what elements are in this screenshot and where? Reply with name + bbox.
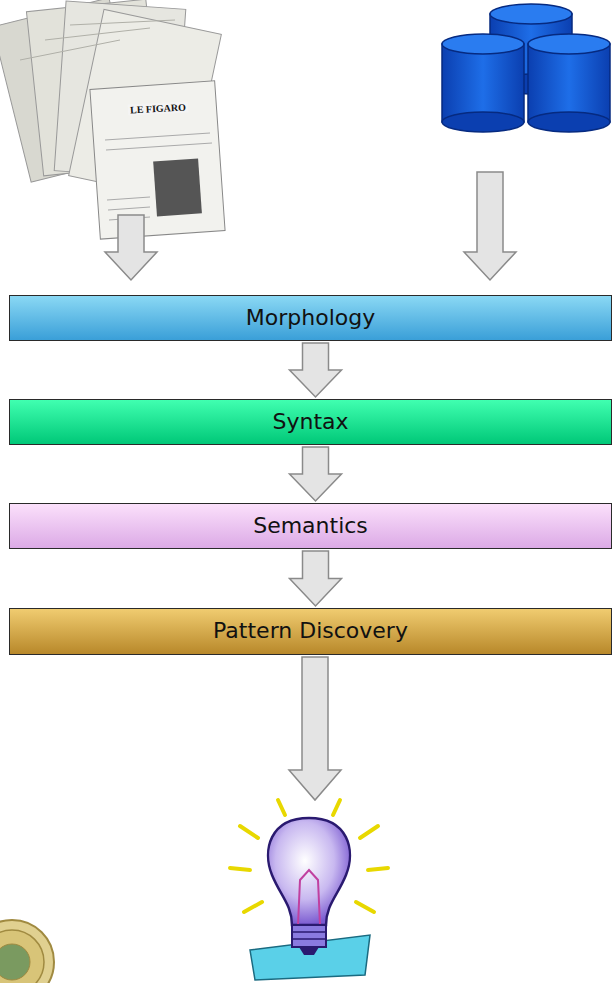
block-arrow: [290, 447, 342, 501]
box-label: Pattern Discovery: [203, 618, 418, 644]
box-label: Semantics: [243, 513, 378, 539]
newspaper-stack: [0, 0, 225, 239]
block-arrow: [290, 551, 342, 606]
seal-emblem: [0, 920, 54, 983]
database-icon: [442, 4, 610, 132]
lightbulb-icon: [230, 800, 388, 980]
process-box: Pattern Discovery: [9, 608, 612, 655]
box-label: Syntax: [262, 409, 358, 435]
box-label: Morphology: [236, 305, 385, 331]
newspaper-masthead: LE FIGARO: [128, 101, 188, 115]
process-box: Syntax: [9, 399, 612, 445]
process-box: Morphology: [9, 295, 612, 341]
block-arrow: [290, 343, 342, 397]
block-arrow: [105, 172, 516, 800]
process-box: Semantics: [9, 503, 612, 549]
